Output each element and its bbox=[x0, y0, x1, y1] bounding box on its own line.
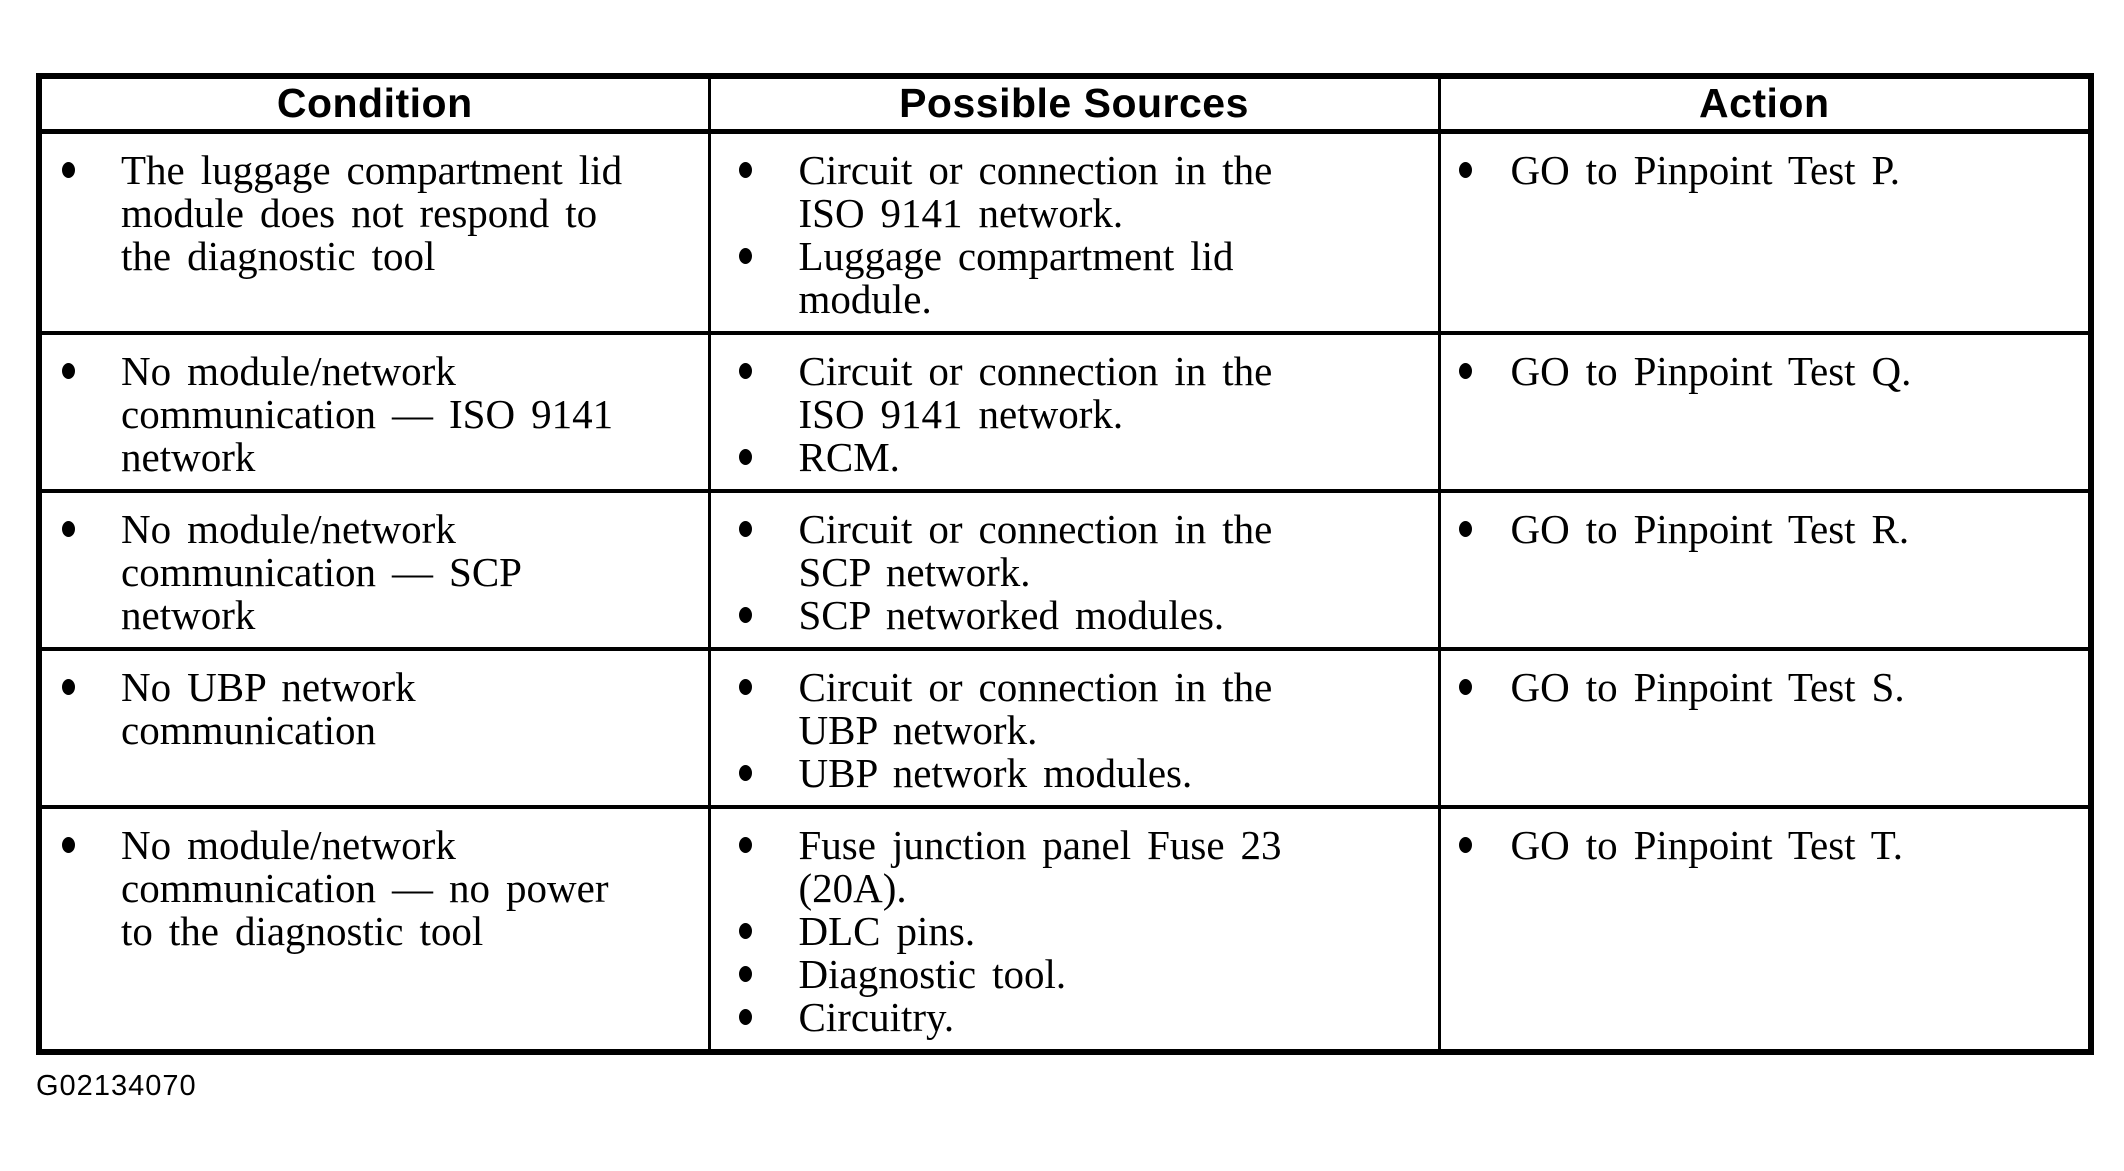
list-item: GO to Pinpoint Test P. bbox=[1441, 146, 2089, 193]
action-text: GO to Pinpoint Test Q. bbox=[1510, 347, 1912, 394]
bullet-icon bbox=[738, 922, 752, 939]
condition-cell: No module/network communication — SCP ne… bbox=[39, 488, 711, 649]
condition-cell: No module/network communication — no pow… bbox=[39, 804, 711, 1052]
list-item: GO to Pinpoint Test S. bbox=[1441, 663, 2089, 710]
bullet-icon bbox=[1458, 362, 1472, 379]
condition-cell: No module/network communication — ISO 91… bbox=[39, 330, 711, 491]
list-item: No UBP network communication bbox=[42, 663, 708, 753]
condition-text: No module/network communication — no pow… bbox=[121, 821, 609, 954]
bullet-icon bbox=[738, 678, 752, 695]
list-item: DLC pins. bbox=[711, 907, 1438, 954]
list-item: Circuit or connection in the ISO 9141 ne… bbox=[711, 347, 1438, 437]
list-item: SCP networked modules. bbox=[711, 591, 1438, 638]
bullet-icon bbox=[738, 836, 752, 853]
action-cell: GO to Pinpoint Test S. bbox=[1439, 646, 2091, 807]
condition-text: No UBP network communication bbox=[121, 663, 416, 753]
condition-cell: No UBP network communication bbox=[39, 646, 711, 807]
list-item: GO to Pinpoint Test Q. bbox=[1441, 347, 2089, 394]
list-item: Luggage compartment lid module. bbox=[711, 232, 1438, 322]
possible-source-text: Circuit or connection in the UBP network… bbox=[798, 663, 1273, 753]
bullet-icon bbox=[62, 678, 75, 695]
list-item: No module/network communication — ISO 91… bbox=[42, 347, 708, 480]
bullet-icon bbox=[738, 520, 752, 537]
table-row: No UBP network communication Circuit or c… bbox=[39, 646, 2091, 807]
list-item: No module/network communication — no pow… bbox=[42, 821, 708, 954]
action-cell: GO to Pinpoint Test T. bbox=[1439, 804, 2091, 1052]
list-item: Circuitry. bbox=[711, 993, 1438, 1040]
possible-sources-cell: Circuit or connection in the ISO 9141 ne… bbox=[709, 330, 1441, 491]
bullet-icon bbox=[738, 606, 752, 623]
condition-text: No module/network communication — ISO 91… bbox=[121, 347, 614, 480]
possible-sources-cell: Fuse junction panel Fuse 23 (20A).DLC pi… bbox=[709, 804, 1441, 1052]
bullet-icon bbox=[1458, 161, 1472, 178]
possible-sources-cell: Circuit or connection in the SCP network… bbox=[709, 488, 1441, 649]
bullet-icon bbox=[1458, 678, 1472, 695]
bullet-icon bbox=[62, 520, 75, 537]
possible-source-text: Circuit or connection in the SCP network… bbox=[798, 505, 1273, 595]
condition-text: The luggage compartment lid module does … bbox=[121, 146, 623, 279]
bullet-icon bbox=[62, 161, 75, 178]
action-text: GO to Pinpoint Test S. bbox=[1510, 663, 1905, 710]
possible-source-text: Circuitry. bbox=[798, 993, 955, 1040]
possible-source-text: Circuit or connection in the ISO 9141 ne… bbox=[798, 347, 1273, 437]
possible-source-text: Luggage compartment lid module. bbox=[798, 232, 1234, 322]
bullet-icon bbox=[738, 764, 752, 781]
bullet-icon bbox=[738, 1008, 752, 1025]
possible-source-text: RCM. bbox=[798, 433, 900, 480]
figure-code-label: G02134070 bbox=[36, 1070, 197, 1102]
bullet-icon bbox=[738, 448, 752, 465]
action-cell: GO to Pinpoint Test P. bbox=[1439, 129, 2091, 333]
column-header-action: Action bbox=[1439, 76, 2091, 134]
table-row: No module/network communication — SCP ne… bbox=[39, 488, 2091, 649]
list-item: GO to Pinpoint Test T. bbox=[1441, 821, 2089, 868]
condition-text: No module/network communication — SCP ne… bbox=[121, 505, 522, 638]
condition-cell: The luggage compartment lid module does … bbox=[39, 129, 711, 333]
possible-source-text: Circuit or connection in the ISO 9141 ne… bbox=[798, 146, 1273, 236]
possible-sources-cell: Circuit or connection in the ISO 9141 ne… bbox=[709, 129, 1441, 333]
list-item: Circuit or connection in the UBP network… bbox=[711, 663, 1438, 753]
list-item: No module/network communication — SCP ne… bbox=[42, 505, 708, 638]
action-text: GO to Pinpoint Test P. bbox=[1510, 146, 1901, 193]
bullet-icon bbox=[738, 161, 752, 178]
list-item: RCM. bbox=[711, 433, 1438, 480]
list-item: The luggage compartment lid module does … bbox=[42, 146, 708, 279]
list-item: UBP network modules. bbox=[711, 749, 1438, 796]
action-text: GO to Pinpoint Test R. bbox=[1510, 505, 1910, 552]
bullet-icon bbox=[738, 247, 752, 264]
list-item: Circuit or connection in the ISO 9141 ne… bbox=[711, 146, 1438, 236]
bullet-icon bbox=[62, 362, 75, 379]
bullet-icon bbox=[62, 836, 75, 853]
action-cell: GO to Pinpoint Test R. bbox=[1439, 488, 2091, 649]
action-cell: GO to Pinpoint Test Q. bbox=[1439, 330, 2091, 491]
bullet-icon bbox=[738, 965, 752, 982]
table-row: No module/network communication — no pow… bbox=[39, 804, 2091, 1052]
table-header-row: Condition Possible Sources Action bbox=[39, 76, 2091, 134]
list-item: Circuit or connection in the SCP network… bbox=[711, 505, 1438, 595]
possible-sources-cell: Circuit or connection in the UBP network… bbox=[709, 646, 1441, 807]
column-header-possible-sources: Possible Sources bbox=[709, 76, 1441, 134]
table-row: No module/network communication — ISO 91… bbox=[39, 330, 2091, 491]
possible-source-text: Diagnostic tool. bbox=[798, 950, 1067, 997]
column-header-condition: Condition bbox=[39, 76, 711, 134]
bullet-icon bbox=[1458, 836, 1472, 853]
diagnostic-table: Condition Possible Sources Action The lu… bbox=[36, 73, 2094, 1055]
possible-source-text: DLC pins. bbox=[798, 907, 976, 954]
bullet-icon bbox=[1458, 520, 1472, 537]
possible-source-text: UBP network modules. bbox=[798, 749, 1193, 796]
list-item: Fuse junction panel Fuse 23 (20A). bbox=[711, 821, 1438, 911]
bullet-icon bbox=[738, 362, 752, 379]
list-item: Diagnostic tool. bbox=[711, 950, 1438, 997]
possible-source-text: SCP networked modules. bbox=[798, 591, 1225, 638]
list-item: GO to Pinpoint Test R. bbox=[1441, 505, 2089, 552]
action-text: GO to Pinpoint Test T. bbox=[1510, 821, 1904, 868]
possible-source-text: Fuse junction panel Fuse 23 (20A). bbox=[798, 821, 1282, 911]
table-row: The luggage compartment lid module does … bbox=[39, 129, 2091, 333]
